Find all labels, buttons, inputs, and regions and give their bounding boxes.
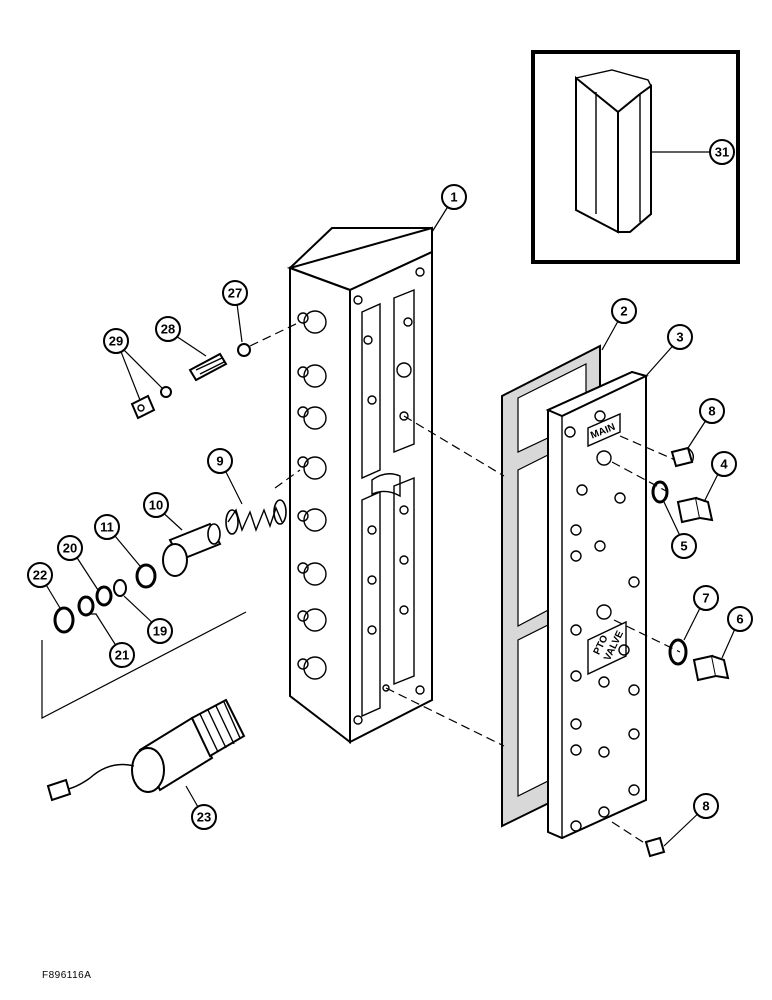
- callout-29: 29: [103, 328, 129, 354]
- plug-4: [676, 496, 714, 524]
- callout-28: 28: [155, 316, 181, 342]
- plug-6: [692, 654, 730, 682]
- svg-text:21: 21: [115, 648, 129, 663]
- o-ring-20: [95, 585, 113, 607]
- spring-9: [225, 499, 287, 535]
- figure-id: F896116A: [42, 970, 92, 981]
- o-ring-21: [77, 595, 95, 617]
- callout-7: 7: [693, 585, 719, 611]
- callout-3: 3: [667, 324, 693, 350]
- svg-text:4: 4: [720, 457, 728, 472]
- o-ring-5: [651, 480, 669, 504]
- callout-19: 19: [147, 618, 173, 644]
- svg-text:23: 23: [197, 810, 211, 825]
- svg-text:29: 29: [109, 334, 123, 349]
- screen-filter-28: [188, 352, 228, 382]
- callout-2: 2: [611, 298, 637, 324]
- svg-text:19: 19: [153, 624, 167, 639]
- spool-10: [162, 522, 222, 577]
- bolt-8-upper: [670, 446, 695, 468]
- callout-22: 22: [27, 562, 53, 588]
- o-ring-7: [668, 638, 688, 666]
- svg-text:3: 3: [676, 330, 683, 345]
- svg-text:28: 28: [161, 322, 175, 337]
- svg-text:5: 5: [680, 539, 687, 554]
- callout-10: 10: [143, 492, 169, 518]
- svg-text:20: 20: [63, 541, 77, 556]
- callout-11: 11: [94, 514, 120, 540]
- callout-20: 20: [57, 535, 83, 561]
- inset-box: [531, 50, 740, 264]
- o-ring-19: [113, 579, 127, 597]
- callout-31: 31: [709, 139, 735, 165]
- svg-text:2: 2: [620, 304, 627, 319]
- o-ring-22: [53, 606, 75, 634]
- svg-text:10: 10: [149, 498, 163, 513]
- seal-11: [135, 563, 157, 589]
- plug-29: [130, 394, 156, 420]
- svg-text:27: 27: [228, 286, 242, 301]
- callout-8-lower: 8: [693, 793, 719, 819]
- callout-9: 9: [207, 448, 233, 474]
- svg-text:7: 7: [702, 591, 709, 606]
- svg-text:31: 31: [715, 145, 729, 160]
- callout-6: 6: [727, 606, 753, 632]
- svg-text:9: 9: [216, 454, 223, 469]
- svg-text:1: 1: [450, 190, 457, 205]
- bracket-31-drawing: [575, 69, 652, 234]
- svg-text:8: 8: [708, 404, 715, 419]
- o-ring-27: [237, 343, 251, 357]
- svg-text:8: 8: [702, 799, 709, 814]
- callout-1: 1: [441, 184, 467, 210]
- callout-4: 4: [711, 451, 737, 477]
- bolt-8-lower: [644, 836, 666, 858]
- svg-text:11: 11: [100, 520, 114, 535]
- valve-body: [249, 226, 433, 745]
- callout-21: 21: [109, 642, 135, 668]
- callout-23: 23: [191, 804, 217, 830]
- solenoid-23: [46, 698, 246, 802]
- callout-8-upper: 8: [699, 398, 725, 424]
- callout-27: 27: [222, 280, 248, 306]
- o-ring-29: [160, 386, 172, 398]
- svg-text:6: 6: [736, 612, 743, 627]
- svg-text:22: 22: [33, 568, 47, 583]
- cover-plate: MAIN PTO VALVE: [545, 370, 649, 840]
- callout-5: 5: [671, 533, 697, 559]
